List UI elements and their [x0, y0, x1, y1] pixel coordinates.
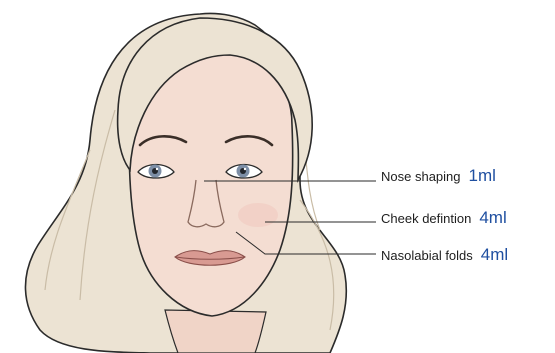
callout-label: Cheek defintion: [381, 211, 471, 226]
callout-amount: 4ml: [479, 208, 506, 228]
neck: [165, 310, 266, 353]
callout-nasolabial-folds: Nasolabial folds 4ml: [381, 245, 508, 265]
callout-label: Nose shaping: [381, 169, 461, 184]
callout-nose-shaping: Nose shaping 1ml: [381, 166, 496, 186]
callout-cheek-definition: Cheek defintion 4ml: [381, 208, 507, 228]
callout-amount: 1ml: [469, 166, 496, 186]
callout-label: Nasolabial folds: [381, 248, 473, 263]
callout-amount: 4ml: [481, 245, 508, 265]
cheek-blush: [238, 203, 278, 227]
